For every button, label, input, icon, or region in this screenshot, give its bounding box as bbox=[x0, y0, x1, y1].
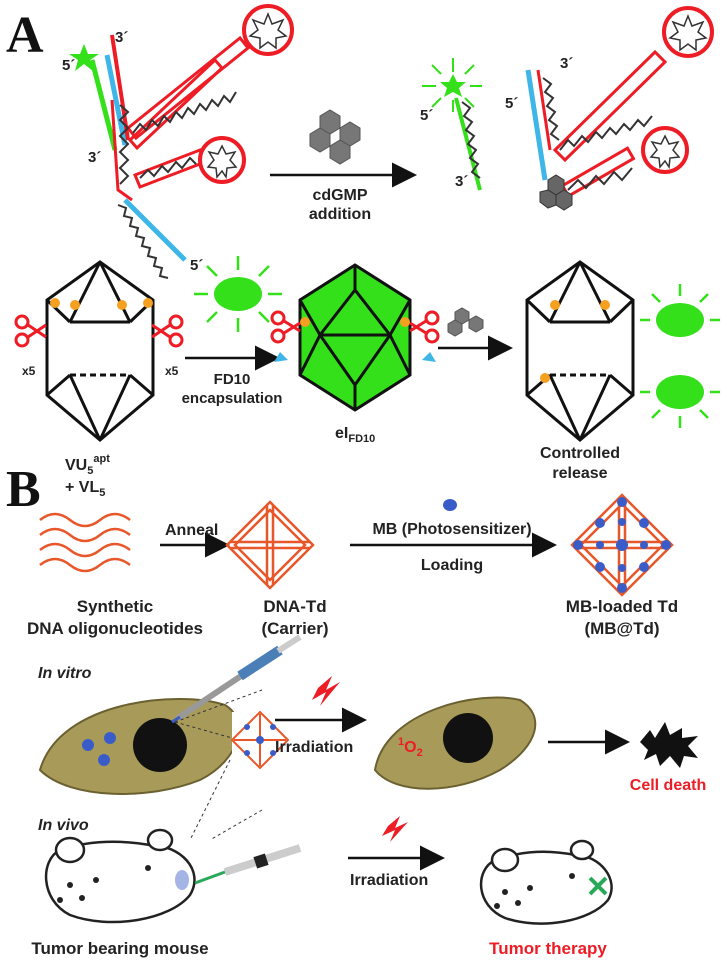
encapsulation-line1: FD10 bbox=[214, 371, 251, 388]
label-3prime-top: 3´ bbox=[115, 29, 128, 46]
td-line1: DNA-Td bbox=[263, 597, 326, 616]
scissors-icon bbox=[14, 314, 184, 348]
singlet-oxygen-label: 1O2 bbox=[398, 736, 423, 759]
cage-left bbox=[45, 260, 155, 442]
cdgmp-molecule-icon bbox=[309, 109, 361, 165]
cell-singlet-oxygen bbox=[373, 696, 537, 790]
lightning-icon-2 bbox=[382, 816, 408, 842]
zoom-lines bbox=[174, 689, 263, 841]
encapsulation-line2: encapsulation bbox=[182, 390, 283, 407]
mouse-treated-icon bbox=[479, 839, 613, 925]
released-fluorophore-strand bbox=[422, 58, 482, 191]
cell-death-label: Cell death bbox=[630, 777, 706, 794]
mb-molecule-icon bbox=[443, 499, 457, 511]
label-3prime-released: 3´ bbox=[455, 173, 468, 190]
ei-label: eIFD10 bbox=[335, 425, 375, 445]
syringe-icon bbox=[194, 844, 302, 885]
panel-a-letter: A bbox=[6, 7, 44, 64]
release-line2: release bbox=[552, 465, 607, 482]
mouse-icon bbox=[44, 828, 196, 924]
loading-label: Loading bbox=[421, 557, 483, 574]
cdgmp-label-line1: cdGMP bbox=[312, 187, 367, 204]
vu-label: VU5apt bbox=[65, 453, 110, 477]
aptamer-structure-left bbox=[69, 4, 294, 279]
pipette-icon bbox=[171, 634, 302, 724]
released-fd10-icons bbox=[640, 284, 720, 428]
mb-td-icon bbox=[570, 493, 674, 597]
cell-death-icon bbox=[640, 722, 698, 768]
fluorophore-star-icon bbox=[440, 74, 466, 97]
release-line1: Controlled bbox=[540, 445, 620, 462]
irradiation-label-1: Irradiation bbox=[275, 739, 353, 756]
label-3prime-right: 3´ bbox=[560, 55, 573, 72]
lightning-icon bbox=[312, 676, 340, 706]
x5-left: x5 bbox=[22, 364, 36, 378]
bound-cdgmp-icon bbox=[539, 174, 573, 211]
panel-b-letter: B bbox=[6, 461, 41, 518]
synthetic-line2: DNA oligonucleotides bbox=[27, 619, 203, 638]
cage-right bbox=[525, 260, 635, 442]
mbtd-line1: MB-loaded Td bbox=[566, 597, 678, 616]
label-5prime-right: 5´ bbox=[505, 95, 518, 112]
label-5prime-released: 5´ bbox=[420, 107, 433, 124]
label-5prime-bottom: 5´ bbox=[190, 257, 203, 274]
zoomed-mb-td-icon bbox=[230, 710, 290, 770]
dna-td-icon bbox=[225, 500, 315, 590]
td-line2: (Carrier) bbox=[261, 619, 328, 638]
x5-right: x5 bbox=[165, 364, 179, 378]
cdgmp-label-line2: addition bbox=[309, 206, 371, 223]
vl-label: + VL5 bbox=[65, 479, 105, 499]
mbtd-line2: (MB@Td) bbox=[584, 619, 659, 638]
label-5prime-left: 5´ bbox=[62, 57, 75, 74]
fluorophore-star-icon bbox=[69, 44, 99, 71]
in-vitro-label: In vitro bbox=[38, 665, 92, 682]
in-vivo-label: In vivo bbox=[38, 817, 89, 834]
synthetic-line1: Synthetic bbox=[77, 597, 154, 616]
fd10-molecule-icon bbox=[194, 256, 282, 332]
cage-middle bbox=[270, 263, 440, 412]
label-3prime-mid: 3´ bbox=[88, 149, 101, 166]
mouse-label: Tumor bearing mouse bbox=[31, 939, 208, 958]
irradiation-label-2: Irradiation bbox=[350, 872, 428, 889]
cdgmp-small-icon bbox=[447, 307, 484, 337]
anneal-label: Anneal bbox=[165, 522, 218, 539]
dna-strands-icon bbox=[39, 512, 131, 573]
cell-with-mb bbox=[38, 697, 240, 795]
mb-label: MB (Photosensitizer) bbox=[372, 521, 531, 538]
aptamer-structure-right bbox=[525, 6, 714, 211]
tumor-therapy-label: Tumor therapy bbox=[489, 939, 607, 958]
